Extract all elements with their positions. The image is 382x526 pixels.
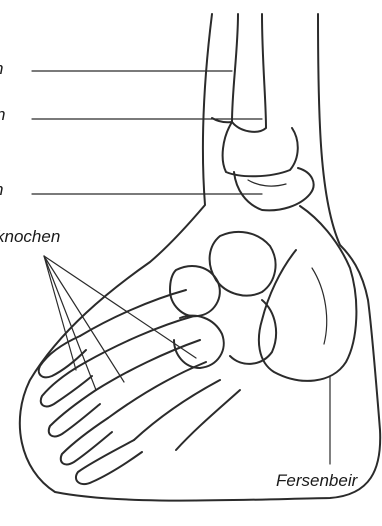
talus-detail	[248, 180, 286, 186]
metatarsal-4	[134, 380, 220, 440]
leg-outline	[20, 14, 380, 501]
leader-line-4c	[44, 256, 96, 390]
cuneiform-2	[174, 316, 224, 368]
label-1: n	[0, 60, 3, 77]
calcaneus-outline	[259, 206, 357, 381]
label-2: n	[0, 106, 5, 123]
label-5: Fersenbeir	[276, 472, 357, 489]
toe-5	[76, 440, 142, 484]
toe-4	[61, 418, 112, 464]
cuboid-outline	[230, 300, 276, 364]
metatarsal-5	[176, 390, 240, 450]
calcaneus-detail	[312, 268, 327, 344]
metatarsal-3	[108, 362, 206, 418]
toe-2	[41, 362, 92, 406]
label-4: knochen	[0, 228, 60, 245]
label-3: n	[0, 181, 3, 198]
cuneiform-1	[170, 266, 220, 316]
tibia-outline	[232, 14, 266, 132]
